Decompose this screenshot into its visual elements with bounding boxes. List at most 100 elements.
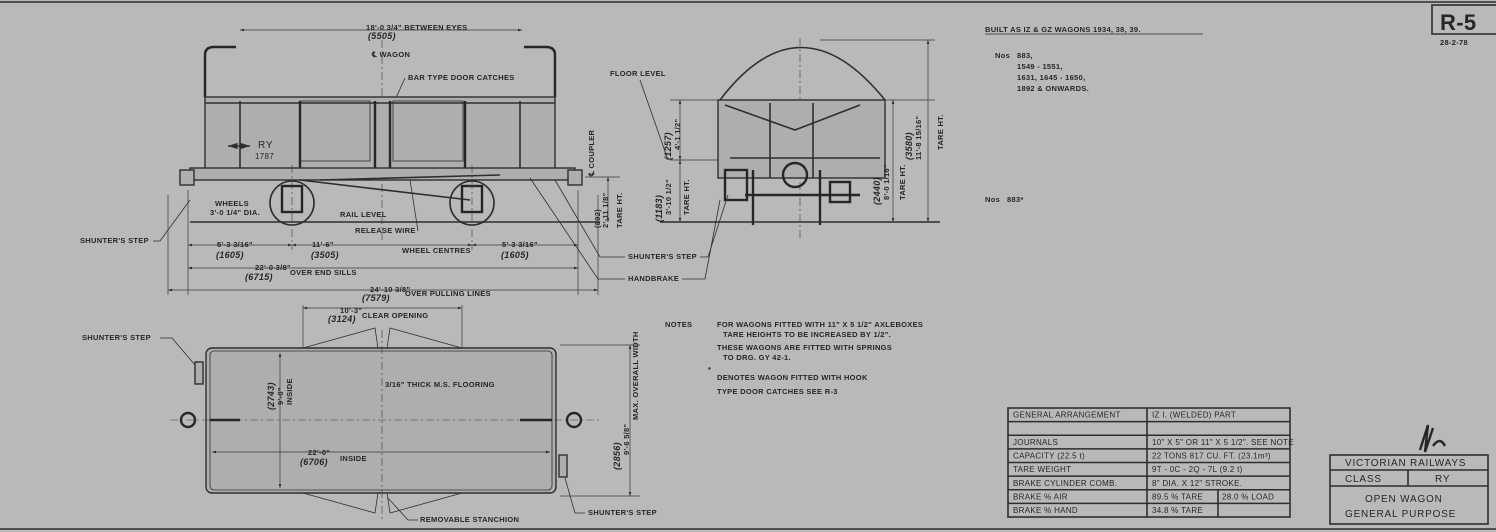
svg-text:RY: RY	[1435, 474, 1450, 485]
table-cell: BRAKE % AIR	[1013, 492, 1068, 501]
svg-text:3/16" THICK M.S. FLOORING: 3/16" THICK M.S. FLOORING	[385, 380, 495, 389]
svg-text:WHEELS: WHEELS	[215, 199, 249, 208]
table-cell: CAPACITY (22.5 t)	[1013, 452, 1085, 461]
table-cell: 9T - 0C - 2Q - 7L (9.2 t)	[1152, 465, 1243, 474]
svg-text:28-2-78: 28-2-78	[1440, 38, 1468, 47]
svg-text:SHUNTER'S STEP: SHUNTER'S STEP	[628, 252, 697, 261]
svg-text:24'-10 3/8": 24'-10 3/8"	[370, 285, 410, 294]
svg-text:(1183): (1183)	[654, 195, 664, 222]
svg-text:4'-1 1/2": 4'-1 1/2"	[673, 118, 682, 150]
built-info: BUILT AS IZ & GZ WAGONS 1934, 38, 39. No…	[985, 25, 1203, 204]
svg-text:THESE WAGONS ARE FITTED WITH S: THESE WAGONS ARE FITTED WITH SPRINGS	[717, 343, 892, 352]
svg-text:(5505): (5505)	[368, 31, 396, 41]
svg-text:10'-3": 10'-3"	[340, 306, 362, 315]
svg-text:TARE HT.: TARE HT.	[682, 179, 691, 215]
table-cell: BRAKE % HAND	[1013, 506, 1078, 515]
svg-text:(3124): (3124)	[328, 314, 356, 324]
svg-text:5'-3 3/16": 5'-3 3/16"	[502, 240, 538, 249]
table-cell: TARE WEIGHT	[1013, 465, 1071, 474]
svg-text:WHEEL CENTRES: WHEEL CENTRES	[402, 246, 471, 255]
svg-text:BAR TYPE DOOR CATCHES: BAR TYPE DOOR CATCHES	[408, 73, 515, 82]
table-cell: 22 TONS 817 CU. FT. (23.1m³)	[1152, 452, 1271, 461]
table-cell: JOURNALS	[1013, 438, 1058, 447]
svg-text:℄ COUPLER: ℄ COUPLER	[587, 129, 596, 177]
plan-view: 10'-3" (3124) CLEAR OPENING SHUNTER'S ST…	[82, 305, 657, 524]
svg-text:1892 & ONWARDS.: 1892 & ONWARDS.	[1017, 84, 1089, 93]
svg-text:TARE HT.: TARE HT.	[898, 164, 907, 200]
svg-text:OVER PULLING LINES: OVER PULLING LINES	[405, 289, 491, 298]
svg-text:1549 - 1551,: 1549 - 1551,	[1017, 62, 1063, 71]
svg-text:5'-3 3/16": 5'-3 3/16"	[217, 240, 253, 249]
svg-text:(7579): (7579)	[362, 293, 390, 303]
svg-text:CLASS: CLASS	[1345, 474, 1382, 485]
svg-text:(1605): (1605)	[216, 250, 244, 260]
signature	[1418, 424, 1447, 453]
svg-text:CLEAR OPENING: CLEAR OPENING	[362, 311, 428, 320]
svg-text:VICTORIAN RAILWAYS: VICTORIAN RAILWAYS	[1345, 458, 1466, 469]
svg-text:11'-6": 11'-6"	[312, 240, 334, 249]
svg-text:2'-11 1/8": 2'-11 1/8"	[601, 192, 610, 228]
svg-text:INSIDE: INSIDE	[340, 454, 367, 463]
svg-text:(3580): (3580)	[904, 132, 914, 160]
svg-text:TYPE DOOR CATCHES SEE R-3: TYPE DOOR CATCHES SEE R-3	[717, 387, 838, 396]
buffer-right	[567, 169, 583, 186]
svg-text:(892): (892)	[593, 209, 602, 228]
svg-text:(6706): (6706)	[300, 457, 328, 467]
svg-text:9'-0": 9'-0"	[276, 387, 285, 405]
svg-text:DENOTES WAGON FITTED WITH HOOK: DENOTES WAGON FITTED WITH HOOK	[717, 373, 868, 382]
svg-text:*: *	[708, 365, 711, 374]
table-cell: BRAKE CYLINDER COMB.	[1013, 479, 1117, 488]
svg-text:1787: 1787	[255, 152, 274, 161]
svg-text:8'-0 1/16": 8'-0 1/16"	[882, 164, 891, 200]
side-elevation: 18'-0 3/4" BETWEEN EYES (5505) ℄ WAGON B…	[80, 23, 624, 303]
svg-text:RELEASE WIRE: RELEASE WIRE	[355, 226, 416, 235]
table-cell: 28.0 % LOAD	[1222, 492, 1274, 501]
table-cell: 89.5 % TARE	[1152, 492, 1203, 501]
svg-text:SHUNTER'S STEP: SHUNTER'S STEP	[80, 236, 149, 245]
svg-text:(1605): (1605)	[501, 250, 529, 260]
svg-text:18'-0 3/4" BETWEEN EYES: 18'-0 3/4" BETWEEN EYES	[366, 23, 467, 32]
table-cell: IZ I. (WELDED) PART	[1152, 411, 1236, 420]
svg-text:HANDBRAKE: HANDBRAKE	[628, 274, 679, 283]
svg-text:INSIDE: INSIDE	[285, 378, 294, 405]
svg-text:OVER END SILLS: OVER END SILLS	[290, 268, 357, 277]
svg-text:FOR WAGONS FITTED WITH 11" X 5: FOR WAGONS FITTED WITH 11" X 5 1/2" AXLE…	[717, 320, 923, 329]
buffer-left	[179, 169, 195, 186]
svg-text:11'-8 15/16": 11'-8 15/16"	[914, 115, 923, 160]
svg-text:9'-6 5/8": 9'-6 5/8"	[622, 423, 631, 455]
table-cell: 8" DIA. X 12" STROKE.	[1152, 479, 1242, 488]
svg-text:SHUNTER'S STEP: SHUNTER'S STEP	[82, 333, 151, 342]
svg-text:883,: 883,	[1017, 51, 1033, 60]
spec-table: GENERAL ARRANGEMENT IZ I. (WELDED) PART JO…	[1007, 407, 1294, 518]
svg-text:GENERAL PURPOSE: GENERAL PURPOSE	[1345, 509, 1456, 520]
sheet-number-box: R-5 28-2-78	[1431, 4, 1496, 47]
svg-text:(3505): (3505)	[311, 250, 339, 260]
table-cell: 34.8 % TARE	[1152, 506, 1203, 515]
svg-text:(2743): (2743)	[266, 382, 276, 410]
svg-text:1631, 1645 - 1650,: 1631, 1645 - 1650,	[1017, 73, 1085, 82]
svg-text:OPEN WAGON: OPEN WAGON	[1365, 494, 1443, 505]
svg-text:MAX. OVERALL WIDTH: MAX. OVERALL WIDTH	[631, 331, 640, 420]
svg-text:883*: 883*	[1007, 195, 1024, 204]
svg-text:3'-10 1/2": 3'-10 1/2"	[664, 179, 673, 215]
svg-text:FLOOR LEVEL: FLOOR LEVEL	[610, 69, 666, 78]
svg-text:Nos: Nos	[985, 195, 1000, 204]
svg-text:3'-0 1/4" DIA.: 3'-0 1/4" DIA.	[210, 208, 260, 217]
svg-text:TO DRG. GY 42-1.: TO DRG. GY 42-1.	[723, 353, 791, 362]
svg-text:22'-0": 22'-0"	[308, 448, 330, 457]
svg-text:℄ WAGON: ℄ WAGON	[371, 50, 410, 59]
table-cell: GENERAL ARRANGEMENT	[1013, 411, 1121, 420]
svg-text:TARE HEIGHTS TO BE INCREASED B: TARE HEIGHTS TO BE INCREASED BY 1/2".	[723, 330, 891, 339]
svg-text:22'-0 3/8": 22'-0 3/8"	[255, 263, 291, 272]
svg-text:Nos: Nos	[995, 51, 1010, 60]
svg-text:REMOVABLE STANCHION: REMOVABLE STANCHION	[420, 515, 519, 524]
svg-text:(2856): (2856)	[612, 442, 622, 470]
svg-text:RY: RY	[258, 140, 273, 151]
title-block: VICTORIAN RAILWAYS CLASS RY OPEN WAGON G…	[1329, 424, 1489, 525]
svg-text:(6715): (6715)	[245, 272, 273, 282]
svg-text:R-5: R-5	[1440, 10, 1476, 35]
svg-text:TARE HT.: TARE HT.	[936, 114, 945, 150]
svg-text:(1257): (1257)	[663, 132, 673, 160]
end-elevation: FLOOR LEVEL (1257) 4'-1 1/2" (1183) 3'-1…	[529, 38, 945, 283]
